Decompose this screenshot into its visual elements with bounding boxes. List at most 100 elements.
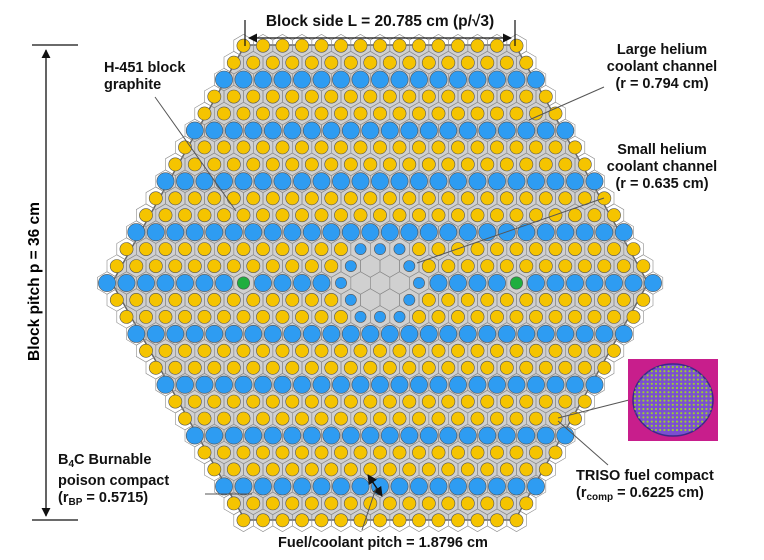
large-coolant-channel (312, 274, 331, 292)
large-coolant-channel (507, 70, 526, 89)
fuel-compact (626, 242, 641, 256)
fuel-compact (470, 445, 485, 460)
large-coolant-channel (546, 375, 565, 394)
large-coolant-channel (283, 121, 302, 140)
large-coolant-channel (410, 375, 428, 394)
large-coolant-channel (517, 223, 536, 242)
fuel-compact (139, 343, 153, 358)
large-coolant-channel (468, 274, 487, 292)
large-coolant-channel (361, 426, 380, 445)
triso-particle (684, 365, 687, 369)
triso-particle (650, 374, 653, 377)
triso-particle (654, 403, 658, 406)
triso-particle (671, 382, 674, 385)
large-coolant-channel (595, 223, 614, 242)
triso-particle (633, 399, 637, 402)
fuel-compact (314, 513, 329, 528)
triso-particle (638, 412, 641, 415)
triso-particle (680, 391, 683, 394)
fuel-compact (334, 445, 348, 460)
triso-particle (646, 403, 649, 406)
large-coolant-channel (215, 70, 233, 89)
fuel-compact (178, 242, 192, 256)
triso-particle (675, 412, 679, 415)
triso-particle (654, 424, 658, 427)
triso-particle (680, 403, 683, 406)
fuel-compact (197, 208, 212, 223)
fuel-compact (480, 292, 495, 307)
fuel-compact (275, 343, 290, 358)
large-coolant-channel (273, 477, 292, 496)
large-coolant-channel (283, 426, 302, 445)
large-coolant-channel (527, 477, 545, 496)
large-coolant-channel (468, 172, 487, 191)
fuel-compact (607, 309, 621, 324)
fuel-compact (470, 513, 485, 528)
fuel-compact (314, 208, 329, 223)
fuel-compact (256, 106, 270, 121)
triso-particle (654, 382, 658, 385)
triso-particle (692, 416, 695, 419)
fuel-compact (451, 208, 465, 223)
fuel-compact (460, 157, 475, 172)
fuel-compact (275, 309, 290, 324)
large-coolant-channel (429, 70, 448, 89)
triso-particle (692, 391, 695, 394)
fuel-compact (207, 89, 222, 104)
triso-particle (675, 416, 679, 419)
large-coolant-channel (400, 223, 419, 242)
large-coolant-channel (527, 274, 545, 292)
fuel-compact (616, 259, 631, 273)
fuel-compact (490, 208, 504, 223)
fuel-compact (207, 191, 222, 206)
triso-particle (675, 428, 679, 432)
large-coolant-channel (419, 223, 438, 242)
triso-particle (646, 399, 649, 402)
triso-particle (671, 391, 674, 394)
large-coolant-channel (312, 477, 331, 496)
fuel-compact (607, 343, 621, 358)
fuel-compact (343, 394, 358, 409)
fuel-compact (499, 89, 514, 104)
fuel-compact (529, 411, 543, 426)
large-coolant-channel (497, 324, 516, 343)
fuel-compact (490, 411, 504, 426)
fuel-compact (343, 191, 358, 206)
triso-particle (675, 370, 679, 373)
large-coolant-channel (429, 477, 448, 496)
fuel-compact (285, 360, 300, 375)
triso-particle (671, 416, 674, 419)
fuel-compact (187, 191, 202, 206)
fuel-compact (187, 394, 202, 409)
large-coolant-channel (341, 324, 360, 343)
fuel-compact (148, 191, 163, 206)
fuel-compact (451, 140, 465, 155)
large-coolant-channel (224, 324, 243, 343)
fuel-compact (480, 259, 495, 273)
large-coolant-channel (556, 324, 575, 343)
fuel-compact (256, 343, 270, 358)
large-coolant-channel (429, 375, 448, 394)
fuel-compact (509, 242, 524, 256)
fuel-compact (431, 106, 446, 121)
triso-particle (701, 378, 704, 381)
large-coolant-channel (146, 324, 165, 343)
large-coolant-channel (185, 324, 204, 343)
fuel-compact (285, 496, 300, 511)
triso-particle (688, 382, 691, 385)
triso-particle (675, 407, 679, 411)
triso-particle (692, 382, 695, 385)
fuel-compact (382, 89, 397, 104)
triso-particle (688, 412, 691, 415)
burnable-poison-label: B4C Burnable poison compact (rBP = 0.571… (58, 452, 170, 508)
triso-particle (646, 395, 649, 398)
fuel-compact (577, 259, 592, 273)
fuel-compact (324, 259, 339, 273)
triso-particle (650, 395, 653, 398)
fuel-compact (197, 445, 212, 460)
large-coolant-channel (361, 121, 380, 140)
fuel-compact (334, 411, 348, 426)
fuel-compact (314, 309, 329, 324)
fuel-compact (226, 496, 241, 511)
fuel-compact (470, 208, 485, 223)
